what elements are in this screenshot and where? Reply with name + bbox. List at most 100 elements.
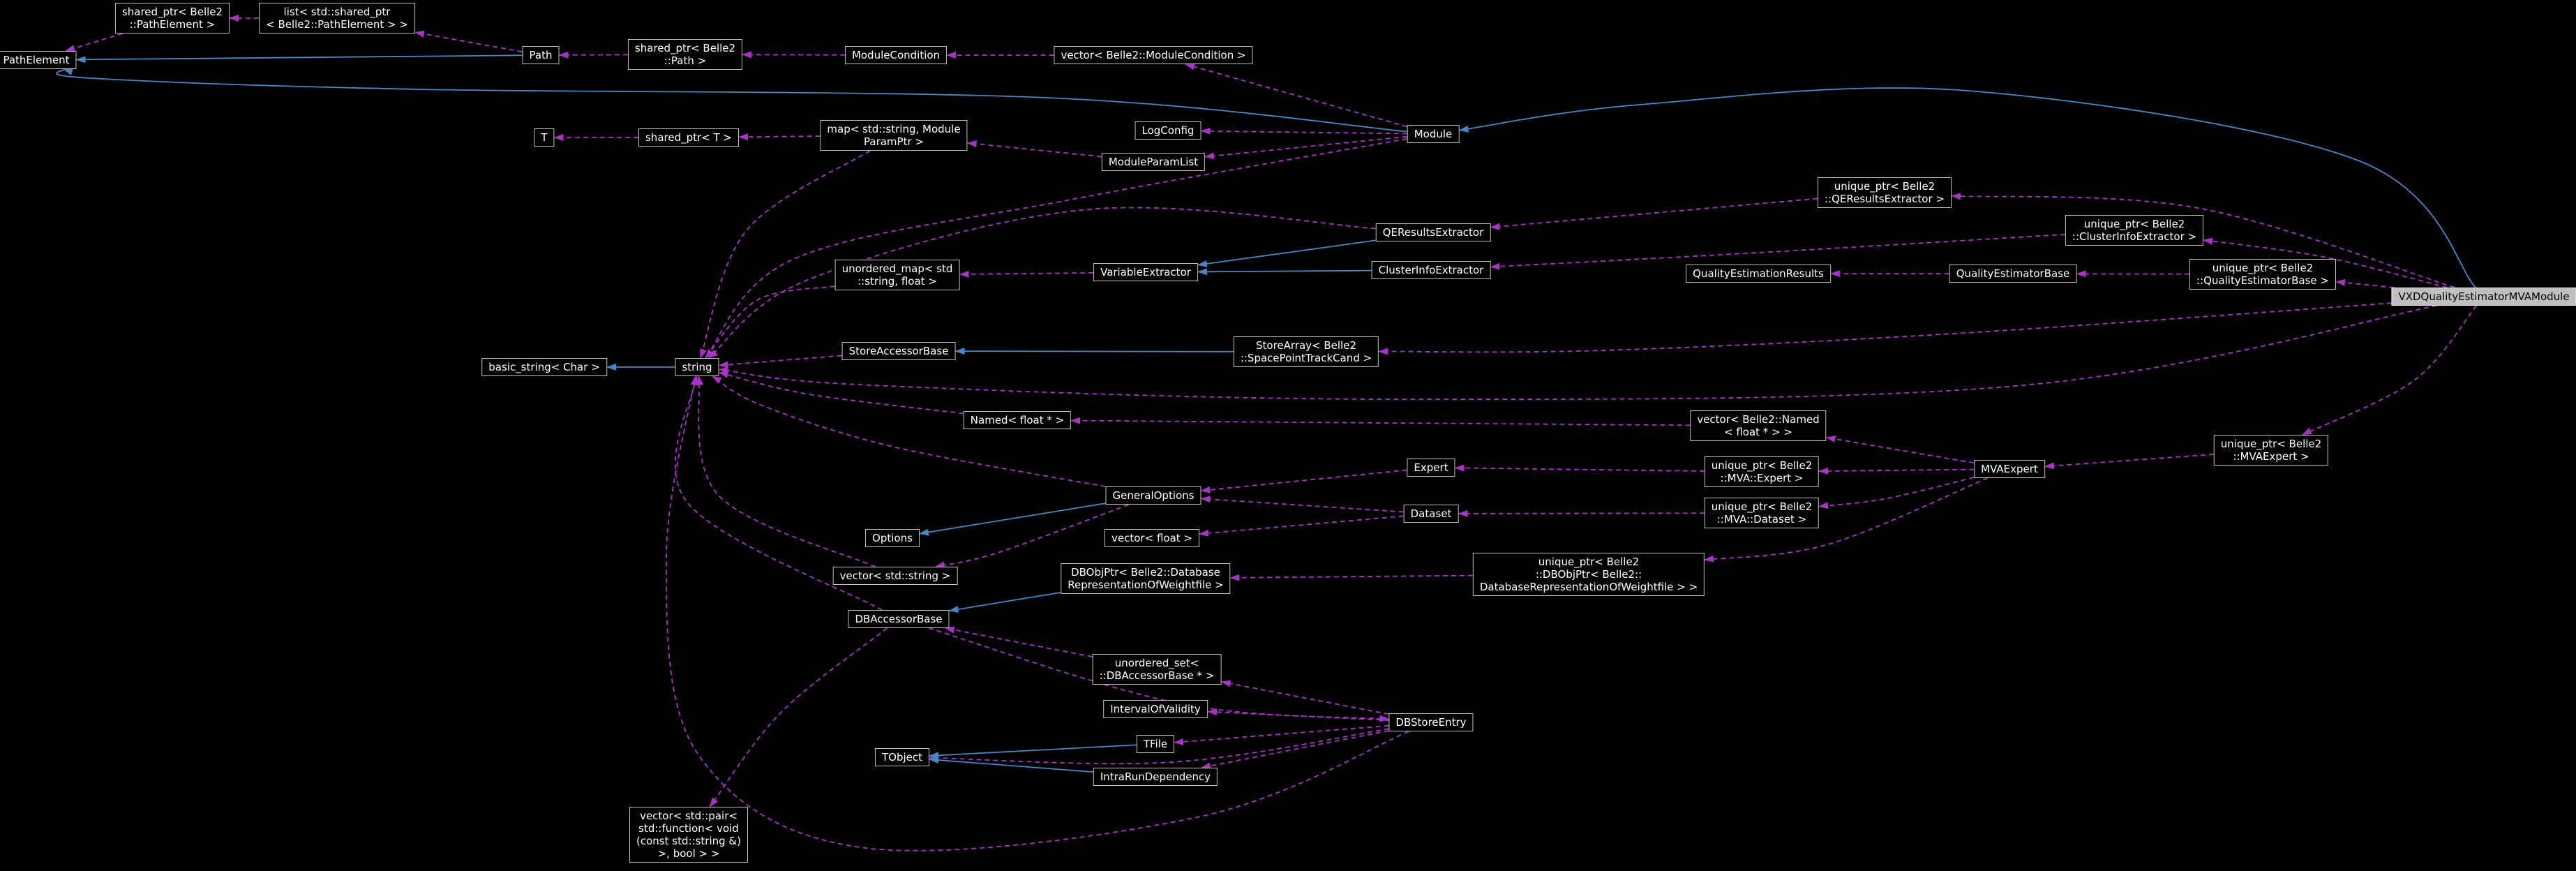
edge-inherits-generaloptions-options (919, 502, 1106, 536)
node-moduleparamlist[interactable]: ModuleParamList (1101, 153, 1206, 171)
node-clusterinfoextractor[interactable]: ClusterInfoExtractor (1371, 261, 1491, 279)
node-vector_named[interactable]: vector< Belle2::Named< float * > > (1690, 410, 1827, 441)
node-vector_string[interactable]: vector< std::string > (832, 567, 958, 585)
node-shared_ptr_path[interactable]: shared_ptr< Belle2::Path > (627, 39, 743, 70)
node-modulecondition[interactable]: ModuleCondition (844, 46, 948, 64)
node-label: string (682, 361, 712, 373)
edge-uses-variableextractor-unordered_map (959, 270, 1094, 278)
node-uptr_mva_expert[interactable]: unique_ptr< Belle2::MVA::Expert > (1704, 456, 1820, 487)
node-vector_float[interactable]: vector< float > (1104, 529, 1199, 547)
edge-uses-main-storearray (1378, 302, 2392, 355)
node-intervalofvalidity[interactable]: IntervalOfValidity (1103, 700, 1208, 718)
node-label: IntervalOfValidity (1110, 703, 1201, 715)
node-uptr_mva_dataset[interactable]: unique_ptr< Belle2::MVA::Dataset > (1704, 498, 1820, 528)
node-dataset[interactable]: Dataset (1403, 505, 1459, 523)
node-pathelement[interactable]: PathElement (0, 51, 77, 69)
node-shared_ptr_pathelement[interactable]: shared_ptr< Belle2::PathElement > (114, 3, 230, 34)
node-logconfig[interactable]: LogConfig (1135, 121, 1201, 140)
node-label: Module (1414, 128, 1453, 140)
node-label: ::SpacePointTrackCand > (1240, 352, 1372, 364)
node-label: Expert (1414, 461, 1448, 474)
node-label: ::string, float > (858, 275, 937, 288)
edge-inherits-path-pathelement (75, 54, 523, 64)
node-label: vector< std::string > (839, 570, 951, 582)
node-t_node[interactable]: T (534, 128, 555, 147)
edge-inherits-qeresultsextractor-variableextractor (1197, 239, 1376, 267)
node-unordered_set[interactable]: unordered_set<::DBAccessorBase * > (1092, 654, 1222, 685)
node-vector_pair[interactable]: vector< std::pair<std::function< void(co… (629, 807, 748, 863)
edge-uses-mvaexpert-vector_named (1825, 436, 1975, 464)
edge-uses-storeaccessorbase-string (718, 355, 842, 368)
node-label: DBStoreEntry (1395, 716, 1467, 729)
edge-uses-expert-generaloptions (1200, 469, 1407, 493)
node-dbstoreentry[interactable]: DBStoreEntry (1388, 713, 1474, 731)
node-label: MVAExpert (1981, 463, 2038, 475)
edge-uses-dbstoreentry-intervalofvalidity (1207, 708, 1389, 721)
node-label: unique_ptr< Belle2 (2083, 218, 2185, 230)
node-qeresultsextractor[interactable]: QEResultsExtractor (1375, 223, 1491, 241)
node-path[interactable]: Path (522, 46, 560, 64)
node-label: >, bool > > (657, 847, 720, 860)
node-unordered_map[interactable]: unordered_map< std::string, float > (834, 260, 960, 290)
node-storearray[interactable]: StoreArray< Belle2::SpacePointTrackCand … (1233, 336, 1379, 367)
node-label: ParamPtr > (864, 135, 924, 148)
edge-uses-dbstoreentry-tobject (929, 728, 1389, 765)
node-tobject[interactable]: TObject (874, 748, 930, 766)
node-label: shared_ptr< Belle2 (121, 6, 223, 18)
node-variableextractor[interactable]: VariableExtractor (1093, 263, 1198, 281)
node-label: TFile (1143, 738, 1168, 750)
node-label: VXDQualityEstimatorMVAModule (2398, 290, 2570, 303)
edge-uses-dbstoreentry-tfile (1174, 724, 1389, 745)
node-label: unique_ptr< Belle2 (2220, 438, 2322, 450)
node-options[interactable]: Options (865, 529, 920, 547)
edge-uses-main-string (718, 305, 2437, 400)
node-qualityestimatorbase[interactable]: QualityEstimatorBase (1949, 265, 2077, 283)
node-label: vector< Belle2::ModuleCondition > (1061, 49, 1246, 61)
node-string[interactable]: string (675, 358, 719, 376)
node-label: map< std::string, Module (827, 123, 961, 135)
node-uptr_clusterinfo[interactable]: unique_ptr< Belle2::ClusterInfoExtractor… (2065, 215, 2204, 246)
edge-uses-vector_named-named_float (1070, 417, 1691, 426)
node-expert[interactable]: Expert (1407, 459, 1455, 477)
edge-inherits-intrarundependency-tobject (929, 757, 1094, 773)
node-label: PathElement (3, 54, 70, 66)
edge-inherits-storearray-storeaccessorbase (954, 348, 1234, 355)
node-basic_string[interactable]: basic_string< Char > (481, 358, 607, 376)
node-label: DatabaseRepresentationOfWeightfile > > (1479, 581, 1698, 593)
edge-uses-uptr_mva_dataset-dataset (1458, 509, 1705, 517)
node-uptr_qeresults[interactable]: unique_ptr< Belle2::QEResultsExtractor > (1818, 177, 1952, 208)
node-uptr_qualityestimator[interactable]: unique_ptr< Belle2::QualityEstimatorBase… (2189, 259, 2336, 290)
node-label: unordered_map< std (841, 262, 953, 275)
node-generaloptions[interactable]: GeneralOptions (1105, 486, 1201, 505)
node-intrarundependency[interactable]: IntraRunDependency (1093, 768, 1218, 786)
node-module[interactable]: Module (1407, 125, 1460, 143)
node-vector_modulecondition[interactable]: vector< Belle2::ModuleCondition > (1054, 46, 1253, 64)
node-mvaexpert[interactable]: MVAExpert (1974, 460, 2045, 478)
node-shared_ptr_t[interactable]: shared_ptr< T > (638, 128, 740, 147)
node-label: unique_ptr< Belle2 (1711, 459, 1813, 472)
node-main[interactable]: VXDQualityEstimatorMVAModule (2391, 288, 2576, 306)
edge-inherits-dbobjptr-dbaccessorbase (948, 592, 1061, 613)
node-dbaccessorbase[interactable]: DBAccessorBase (848, 610, 950, 628)
edge-uses-uptr_mva_expert-expert (1454, 464, 1705, 472)
node-label: GeneralOptions (1112, 489, 1195, 502)
node-named_float[interactable]: Named< float * > (963, 411, 1072, 429)
edge-uses-module-string (705, 137, 1407, 359)
node-label: ::DBAccessorBase * > (1099, 669, 1215, 682)
node-label: shared_ptr< Belle2 (634, 42, 736, 54)
edge-uses-uptr_qeresults-qeresultsextractor (1490, 198, 1818, 230)
edge-uses-generaloptions-vector_string (934, 504, 1129, 569)
node-storeaccessorbase[interactable]: StoreAccessorBase (841, 342, 956, 360)
edge-uses-moduleparamlist-map_moduleparamptr (966, 140, 1102, 158)
edge-uses-uptr_mvaexpert-mvaexpert (2044, 454, 2215, 470)
node-label: ::MVA::Expert > (1720, 472, 1804, 484)
node-uptr_dbobjptr[interactable]: unique_ptr< Belle2::DBObjPtr< Belle2::Da… (1472, 553, 1705, 596)
edge-uses-mvaexpert-uptr_mva_expert (1818, 467, 1975, 475)
node-tfile[interactable]: TFile (1136, 735, 1175, 753)
node-list_shared_ptr[interactable]: list< std::shared_ptr< Belle2::PathEleme… (259, 3, 415, 34)
node-uptr_mvaexpert[interactable]: unique_ptr< Belle2::MVAExpert > (2213, 435, 2329, 466)
node-qualityestimationresults[interactable]: QualityEstimationResults (1686, 265, 1831, 283)
